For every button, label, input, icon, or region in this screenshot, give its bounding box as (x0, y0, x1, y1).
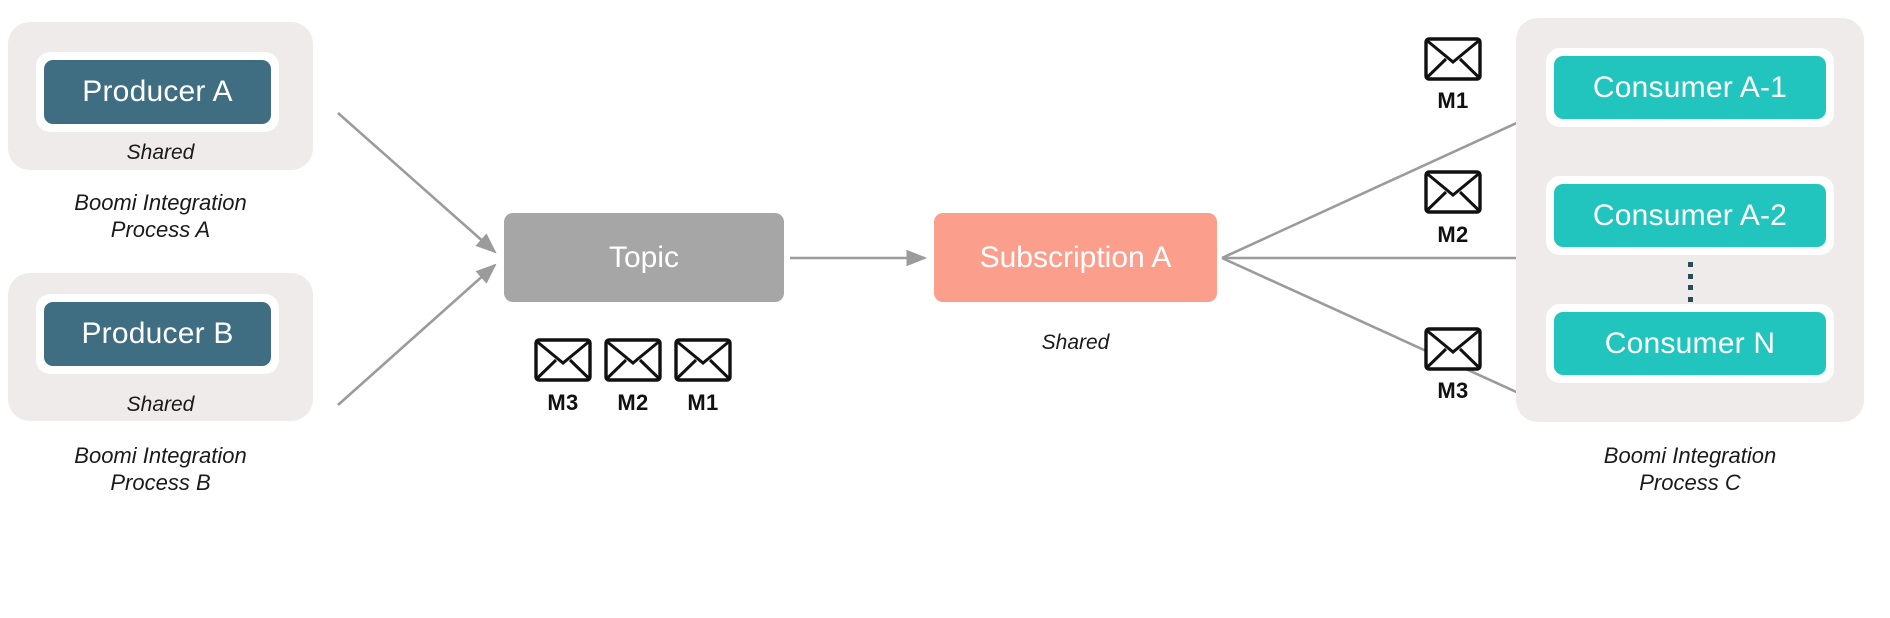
topic-label: Topic (608, 240, 680, 274)
topic-message-label-m1: M1 (687, 390, 719, 415)
vertical-ellipsis-icon (1688, 262, 1693, 302)
consumer-a-1-node[interactable]: Consumer A-1 (1546, 48, 1834, 127)
arrow-subscription-to-consumer-1 (1221, 108, 1547, 260)
producer-a-node[interactable]: Producer A (36, 52, 279, 132)
producer-b-chip-body: Producer B (44, 302, 271, 366)
consumer-n-label: Consumer N (1604, 326, 1776, 360)
consumer-process-caption: Boomi Integration Process C (1603, 443, 1777, 495)
delivery-message-label-m1: M1 (1437, 88, 1469, 113)
arrow-producer-b-to-topic (337, 263, 497, 406)
topic-message-label-m2: M2 (617, 390, 649, 415)
arrow-producer-a-to-topic (337, 112, 497, 254)
delivery-message-label-m3: M3 (1437, 378, 1469, 403)
producer-a-label: Producer A (82, 75, 233, 108)
consumer-n-node[interactable]: Consumer N (1546, 304, 1834, 383)
producer-b-node[interactable]: Producer B (36, 294, 279, 374)
subscription-shared-label: Shared (1041, 331, 1110, 354)
producer-b-shared-label: Shared (126, 393, 195, 416)
producer-a-chip-body: Producer A (44, 60, 271, 124)
producer-a-shared-label: Shared (126, 141, 195, 164)
delivery-message-label-m2: M2 (1437, 222, 1469, 247)
envelope-icon (674, 338, 732, 382)
envelope-icon (1424, 37, 1482, 81)
envelope-icon (1424, 170, 1482, 214)
envelope-icon (604, 338, 662, 382)
consumer-a-2-node[interactable]: Consumer A-2 (1546, 176, 1834, 255)
producer-b-label: Producer B (81, 317, 234, 350)
topic-node[interactable]: Topic (504, 213, 784, 302)
consumer-a-1-chip-body: Consumer A-1 (1554, 56, 1826, 119)
producer-a-process-caption: Boomi Integration Process A (74, 190, 247, 242)
consumer-n-chip-body: Consumer N (1554, 312, 1826, 375)
arrow-subscription-to-consumer-n (1221, 256, 1547, 407)
envelope-icon (1424, 327, 1482, 371)
consumer-a-2-label: Consumer A-2 (1592, 198, 1788, 232)
producer-b-process-caption: Boomi Integration Process B (74, 443, 247, 495)
topic-message-label-m3: M3 (547, 390, 579, 415)
consumer-a-2-chip-body: Consumer A-2 (1554, 184, 1826, 247)
subscription-label: Subscription A (979, 240, 1172, 274)
subscription-node[interactable]: Subscription A (934, 213, 1217, 302)
consumer-a-1-label: Consumer A-1 (1592, 70, 1788, 104)
envelope-icon (534, 338, 592, 382)
